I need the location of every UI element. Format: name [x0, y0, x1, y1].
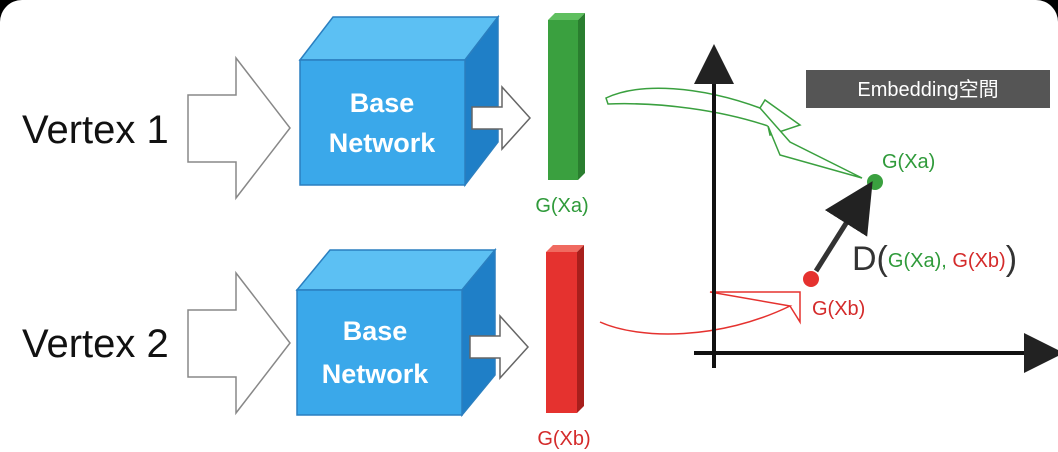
cube-1-line-2: Network [329, 128, 437, 158]
curved-arrow-b [599, 291, 801, 335]
distance-suffix: ) [1006, 240, 1017, 278]
point-b [803, 271, 819, 287]
input-arrow-1 [187, 55, 291, 201]
embedding-title: Embedding空間 [857, 78, 998, 101]
embedding-bar-a [548, 13, 585, 180]
vertex-1-label: Vertex 1 [22, 108, 169, 152]
output-arrow-1 [471, 85, 532, 151]
embedding-label-b: G(Xb) [537, 428, 590, 450]
embedding-title-box [806, 70, 1050, 108]
vertex-2-label: Vertex 2 [22, 322, 169, 366]
cube-1-line-1: Base [350, 88, 415, 118]
distance-label: D(G(Xa), G(Xb)) [852, 240, 1017, 278]
embedding-label-a: G(Xa) [535, 195, 588, 217]
output-arrow-2 [469, 314, 530, 380]
point-a-label: G(Xa) [882, 151, 935, 173]
input-arrow-2 [187, 270, 291, 416]
point-a [867, 174, 883, 190]
cube-2-line-1: Base [343, 316, 408, 346]
curved-arrow-a-head [759, 107, 863, 179]
point-b-label: G(Xb) [812, 298, 865, 320]
embedding-bar-b [546, 245, 584, 413]
distance-prefix: D( [852, 240, 889, 278]
distance-sep: , [941, 250, 952, 272]
cube-2-line-2: Network [322, 359, 430, 389]
base-network-cube-2: Base Network [295, 247, 497, 418]
distance-arg2: G(Xb) [952, 250, 1005, 272]
distance-arg1: G(Xa) [888, 250, 941, 272]
base-network-cube-1: Base Network [298, 14, 500, 188]
distance-arrow [813, 181, 873, 273]
curved-arrow-a [605, 87, 802, 136]
